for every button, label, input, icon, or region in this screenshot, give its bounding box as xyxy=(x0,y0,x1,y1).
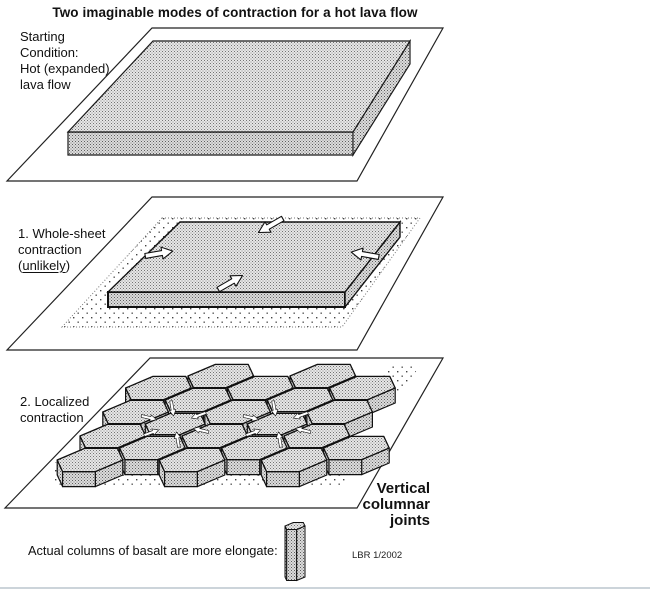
column-top-face xyxy=(284,522,306,530)
panel1-hot-lava-flow xyxy=(5,27,445,182)
hex-column xyxy=(56,447,124,488)
hex-column-top-face xyxy=(79,423,147,449)
hex-column-top-face xyxy=(266,387,334,413)
contracted-slab-top-face xyxy=(106,221,402,293)
paren-close: ) xyxy=(65,258,71,273)
label-starting-condition: Starting Condition: Hot (expanded) lava … xyxy=(20,29,110,93)
hex-column xyxy=(158,447,226,488)
label-line: Hot (expanded) xyxy=(20,61,110,76)
diagram-title: Two imaginable modes of contraction for … xyxy=(52,5,418,20)
bottom-edge-line xyxy=(0,587,650,589)
hex-column-top-face xyxy=(226,375,294,401)
column-front-face xyxy=(286,529,298,581)
credit-signature: LBR 1/2002 xyxy=(352,550,403,561)
hex-column-top-face xyxy=(187,363,255,389)
footnote-basalt-columns: Actual columns of basalt are more elonga… xyxy=(28,543,278,558)
label-line: joints xyxy=(390,512,430,529)
hex-column-top-face xyxy=(289,363,357,389)
label-line: Vertical xyxy=(376,480,430,497)
hex-column-side-face xyxy=(226,459,261,476)
label-line: 2. Localized xyxy=(20,394,90,409)
label-line: columnar xyxy=(362,496,430,513)
column-right-face xyxy=(296,525,306,582)
hex-column xyxy=(260,447,328,488)
label-localized-contraction: 2. Localized contraction xyxy=(20,394,89,426)
label-line: Starting xyxy=(20,29,65,44)
hex-column-side-face xyxy=(61,471,97,488)
hex-column-top-face xyxy=(124,375,192,401)
hex-column-top-face xyxy=(164,387,232,413)
hex-column-top-face xyxy=(260,447,328,473)
hex-column-top-face xyxy=(328,375,396,401)
panel3-localized-contraction xyxy=(3,357,445,509)
label-vertical-columnar-joints: Vertical columnar joints xyxy=(290,481,430,529)
paren-open: ( xyxy=(18,258,23,273)
hexagonal-columns-field xyxy=(56,363,396,488)
contracted-slab-front-face xyxy=(107,291,346,308)
label-line: 1. Whole-sheet xyxy=(18,226,106,241)
hex-column-top-face xyxy=(158,447,226,473)
label-whole-sheet-contraction: 1. Whole-sheet contraction (unlikely) xyxy=(18,226,105,274)
label-line: (unlikely) xyxy=(18,258,105,274)
label-line: contraction xyxy=(20,410,84,425)
panel2-whole-sheet-contraction xyxy=(5,196,445,351)
label-line: contraction xyxy=(18,242,82,257)
hex-column-top-face xyxy=(56,447,124,473)
label-line: lava flow xyxy=(20,77,71,92)
underlined-word: unlikely xyxy=(22,258,66,273)
hex-column-side-face xyxy=(124,459,159,476)
lava-slab-top-face xyxy=(66,40,412,133)
hex-column-top-face xyxy=(322,435,390,461)
basalt-column-small xyxy=(284,522,306,582)
label-line: Condition: xyxy=(20,45,79,60)
lava-slab-front-face xyxy=(67,131,354,156)
hex-column-side-face xyxy=(164,471,198,488)
hex-column-side-face xyxy=(328,459,363,476)
